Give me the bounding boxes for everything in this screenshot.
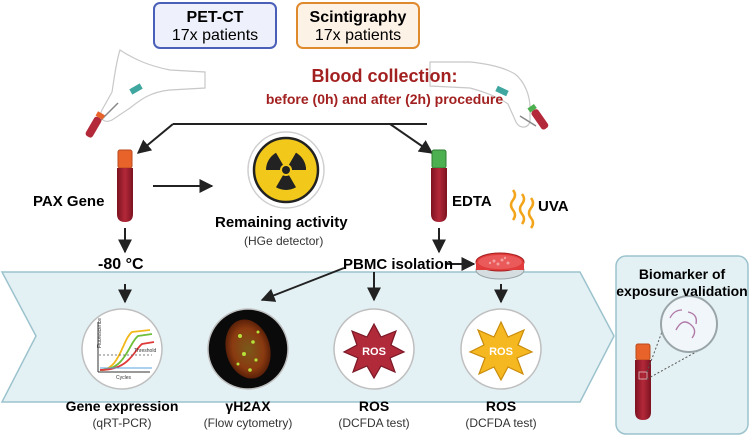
- ros-title-2: ROS: [485, 398, 517, 414]
- left-arm-illustration: [99, 49, 206, 122]
- arrow-pbmc-to-h2ax: [260, 267, 345, 302]
- h2ax-title: γH2AX: [225, 398, 271, 414]
- ros-subtitle-2: (DCFDA test): [465, 416, 537, 430]
- ros-burst-icon-red: [333, 308, 415, 390]
- paxgene-tube: [117, 149, 133, 222]
- qpcr-threshold-label: Threshold: [134, 348, 156, 354]
- ros-title-1: ROS: [358, 398, 390, 414]
- right-arm-illustration: [429, 61, 537, 128]
- scintigraphy-group-box: Scintigraphy 17x patients: [296, 2, 420, 49]
- right-blood-tube-small: [527, 103, 549, 130]
- gene-expression-subtitle: (qRT-PCR): [92, 416, 152, 430]
- petct-subtitle: 17x patients: [171, 27, 259, 44]
- scintigraphy-subtitle: 17x patients: [314, 27, 402, 44]
- pbmc-label: PBMC isolation: [343, 256, 454, 273]
- scintigraphy-title: Scintigraphy: [309, 9, 407, 26]
- qpcr-x-label: Cycles: [116, 375, 132, 381]
- qpcr-y-label: Fluorescence: [97, 318, 103, 348]
- h2ax-subtitle: (Flow cytometry): [203, 416, 293, 430]
- remaining-activity-title: Remaining activity: [215, 214, 348, 231]
- arrow-to-paxgene: [136, 123, 174, 154]
- radiation-icon: [247, 131, 325, 209]
- ros-burst-icon-yellow: [460, 308, 542, 390]
- blood-collection-subtitle: before (0h) and after (2h) procedure: [265, 91, 504, 107]
- freeze-label: -80 °C: [98, 256, 144, 273]
- uva-rays-icon: [509, 189, 535, 229]
- cell-nucleus-icon: [207, 308, 289, 390]
- edta-label: EDTA: [452, 193, 492, 210]
- remaining-activity-subtitle: (HGe detector): [244, 234, 324, 248]
- petct-group-box: PET-CT 17x patients: [153, 2, 277, 49]
- uva-label: UVA: [538, 198, 569, 215]
- edta-tube: [431, 149, 447, 222]
- ros-badge-2: ROS: [489, 346, 513, 358]
- blood-collection-title: Blood collection:: [311, 66, 458, 86]
- gene-expression-title: Gene expression: [65, 398, 179, 414]
- biomarker-title-line2: exposure validation: [616, 283, 748, 299]
- magnifier-icon: [646, 295, 718, 380]
- left-blood-tube-small: [85, 111, 105, 138]
- ros-badge-1: ROS: [362, 346, 386, 358]
- petri-dish-icon: [475, 252, 525, 280]
- ros-subtitle-1: (DCFDA test): [338, 416, 410, 430]
- paxgene-label: PAX Gene: [33, 193, 105, 210]
- biomarker-title-line1: Biomarker of: [638, 266, 726, 282]
- petct-title: PET-CT: [186, 9, 244, 26]
- qpcr-plot-icon: [81, 308, 163, 390]
- arrow-to-edta: [389, 123, 434, 154]
- biomarker-tube: [635, 343, 651, 420]
